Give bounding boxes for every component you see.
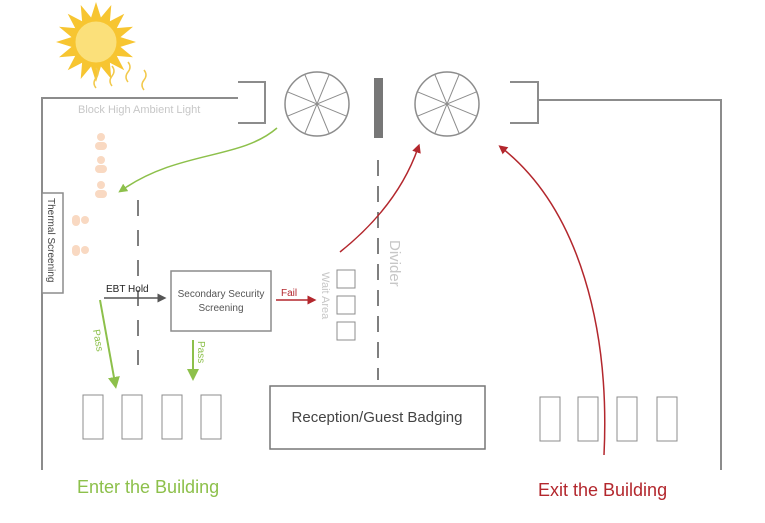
fail-exit-arrow [339,143,421,253]
thermal-screening-box [41,192,64,294]
reception-label: Reception/Guest Badging [292,409,463,426]
door-divider-post [374,78,383,138]
pass-label-right: Pass [195,341,206,363]
fail-label: Fail [281,288,297,299]
exit-turnstiles [539,396,678,442]
reception-box [269,385,486,450]
pass-arrow-left [99,299,120,389]
ebt-hold-label: EBT Hold [106,284,149,295]
person-icon [95,156,107,173]
person-icon [95,181,107,198]
person-icons [72,133,107,256]
secondary-screening-box [170,270,272,332]
block-light-label: Block High Ambient Light [78,104,200,116]
wait-area-seats [336,269,356,341]
person-icon [72,245,89,256]
sun-icon [56,2,147,91]
revolving-door-left-icon [284,71,350,137]
wait-area-label: Wait Area [319,272,331,320]
pass-label-left: Pass [90,329,105,353]
revolving-door-right-icon [414,71,480,137]
thermal-screening-label: Thermal Screening [45,198,56,282]
exit-label: Exit the Building [538,480,667,500]
secondary-screening-line2: Screening [198,303,243,314]
building-walls [41,81,722,470]
enter-label: Enter the Building [77,477,219,497]
person-icon [95,133,107,150]
person-icon [72,215,89,226]
exit-arrow [498,145,606,456]
secondary-screening-line1: Secondary Security [178,289,265,300]
entry-turnstiles [82,394,222,440]
divider-label: Divider [386,240,403,287]
entry-arrow [118,127,278,193]
